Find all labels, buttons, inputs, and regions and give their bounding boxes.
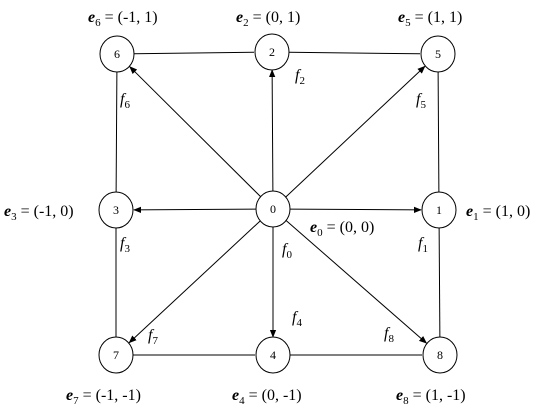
vector-label-e8: e8 = (1, -1) <box>396 387 466 407</box>
arrow-0-1 <box>289 206 422 214</box>
node-1: 1 <box>421 191 457 229</box>
vector-label-e5: e5 = (1, 1) <box>398 9 462 29</box>
node-5: 5 <box>420 35 456 73</box>
arrow-0-3 <box>133 206 257 214</box>
node-2: 2 <box>254 33 290 71</box>
node-circle-2 <box>254 33 290 71</box>
distribution-label-f3: f3 <box>120 235 130 255</box>
distribution-label-f5: f5 <box>416 91 426 111</box>
node-circle-6 <box>99 35 135 73</box>
vector-label-e4: e4 = (0, -1) <box>232 387 302 407</box>
arrow-0-7 <box>128 220 261 344</box>
nodes: 6 2 5 3 0 1 7 4 8 <box>98 33 458 374</box>
vector-label-e7: e7 = (-1, -1) <box>66 387 141 407</box>
edges <box>115 51 441 356</box>
vector-label-e1: e1 = (1, 0) <box>466 203 530 223</box>
node-label-4: 4 <box>270 348 276 362</box>
node-3: 3 <box>98 191 134 229</box>
node-circle-4 <box>255 336 291 374</box>
node-label-5: 5 <box>435 47 441 61</box>
node-8: 8 <box>422 336 458 374</box>
vector-label-e0: e0 = (0, 0) <box>310 219 374 239</box>
edge-6-3 <box>115 70 118 193</box>
distribution-label-f6: f6 <box>120 91 130 111</box>
edge-1-8 <box>438 226 441 338</box>
edge-5-1 <box>437 70 440 193</box>
node-circle-3 <box>98 191 134 229</box>
distribution-label-f8: f8 <box>384 325 394 345</box>
node-circle-8 <box>422 336 458 374</box>
distribution-label-f2: f2 <box>295 67 305 87</box>
arrow-0-5 <box>285 65 426 198</box>
node-label-3: 3 <box>113 203 119 217</box>
node-0: 0 <box>255 190 291 228</box>
node-label-8: 8 <box>437 348 443 362</box>
distribution-label-f0: f0 <box>282 241 292 261</box>
arrow-0-2 <box>268 69 276 193</box>
vector-label-e2: e2 = (0, 1) <box>236 9 300 29</box>
node-label-2: 2 <box>269 45 275 59</box>
edge-2-5 <box>288 51 421 55</box>
node-label-0: 0 <box>270 202 276 216</box>
node-circle-0 <box>255 190 291 228</box>
distribution-label-f1: f1 <box>418 235 428 255</box>
vector-label-e6: e6 = (-1, 1) <box>88 9 158 29</box>
arrow-0-8 <box>285 219 428 344</box>
vector-label-e3: e3 = (-1, 0) <box>4 203 74 223</box>
node-circle-1 <box>421 191 457 229</box>
node-circle-7 <box>98 336 134 374</box>
node-label-1: 1 <box>436 203 442 217</box>
arrow-0-6 <box>129 66 262 198</box>
distribution-label-f7: f7 <box>148 327 158 347</box>
edge-6-2 <box>133 51 255 55</box>
node-4: 4 <box>255 336 291 374</box>
node-circle-5 <box>420 35 456 73</box>
distribution-label-f4: f4 <box>292 309 302 329</box>
node-label-6: 6 <box>114 47 120 61</box>
node-6: 6 <box>99 35 135 73</box>
node-label-7: 7 <box>113 348 119 362</box>
node-7: 7 <box>98 336 134 374</box>
